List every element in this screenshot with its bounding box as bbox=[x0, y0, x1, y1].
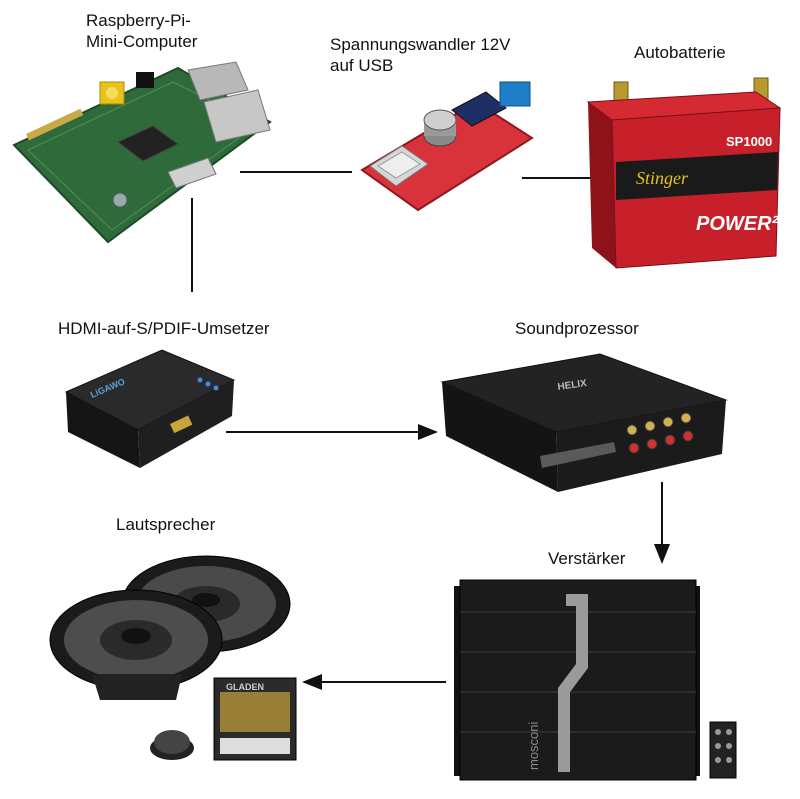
label-converter-line2: auf USB bbox=[330, 56, 394, 75]
sound-processor-image: HELIX bbox=[436, 346, 730, 496]
battery-model-text: SP1000 bbox=[726, 134, 772, 149]
label-speakers: Lautsprecher bbox=[116, 515, 216, 534]
label-raspberry-line1: Raspberry-Pi- bbox=[86, 11, 191, 30]
label-battery: Autobatterie bbox=[634, 43, 726, 62]
hdmi-converter-image: LiGAWO bbox=[58, 344, 238, 474]
amp-brand-text: mosconi bbox=[526, 721, 541, 770]
label-raspberry-line2: Mini-Computer bbox=[86, 32, 198, 51]
amplifier-image: mosconi bbox=[440, 572, 740, 786]
label-converter: Spannungswandler 12V auf USB bbox=[330, 34, 511, 76]
label-raspberry: Raspberry-Pi- Mini-Computer bbox=[86, 10, 197, 52]
label-amplifier: Verstärker bbox=[548, 549, 626, 568]
voltage-converter-image bbox=[356, 78, 536, 218]
label-hdmi: HDMI-auf-S/PDIF-Umsetzer bbox=[58, 319, 270, 338]
raspberry-pi-image bbox=[8, 60, 278, 250]
speakers-image: GLADEN bbox=[46, 548, 302, 770]
battery-series-text: POWER² bbox=[696, 213, 780, 235]
dsp-brand-text: HELIX bbox=[557, 378, 588, 393]
car-battery-image: Stinger SP1000 POWER² bbox=[576, 72, 786, 272]
label-converter-line1: Spannungswandler 12V bbox=[330, 35, 511, 54]
battery-brand-text: Stinger bbox=[636, 168, 689, 188]
label-soundprocessor: Soundprozessor bbox=[515, 319, 639, 338]
crossover-brand-text: GLADEN bbox=[226, 682, 264, 692]
